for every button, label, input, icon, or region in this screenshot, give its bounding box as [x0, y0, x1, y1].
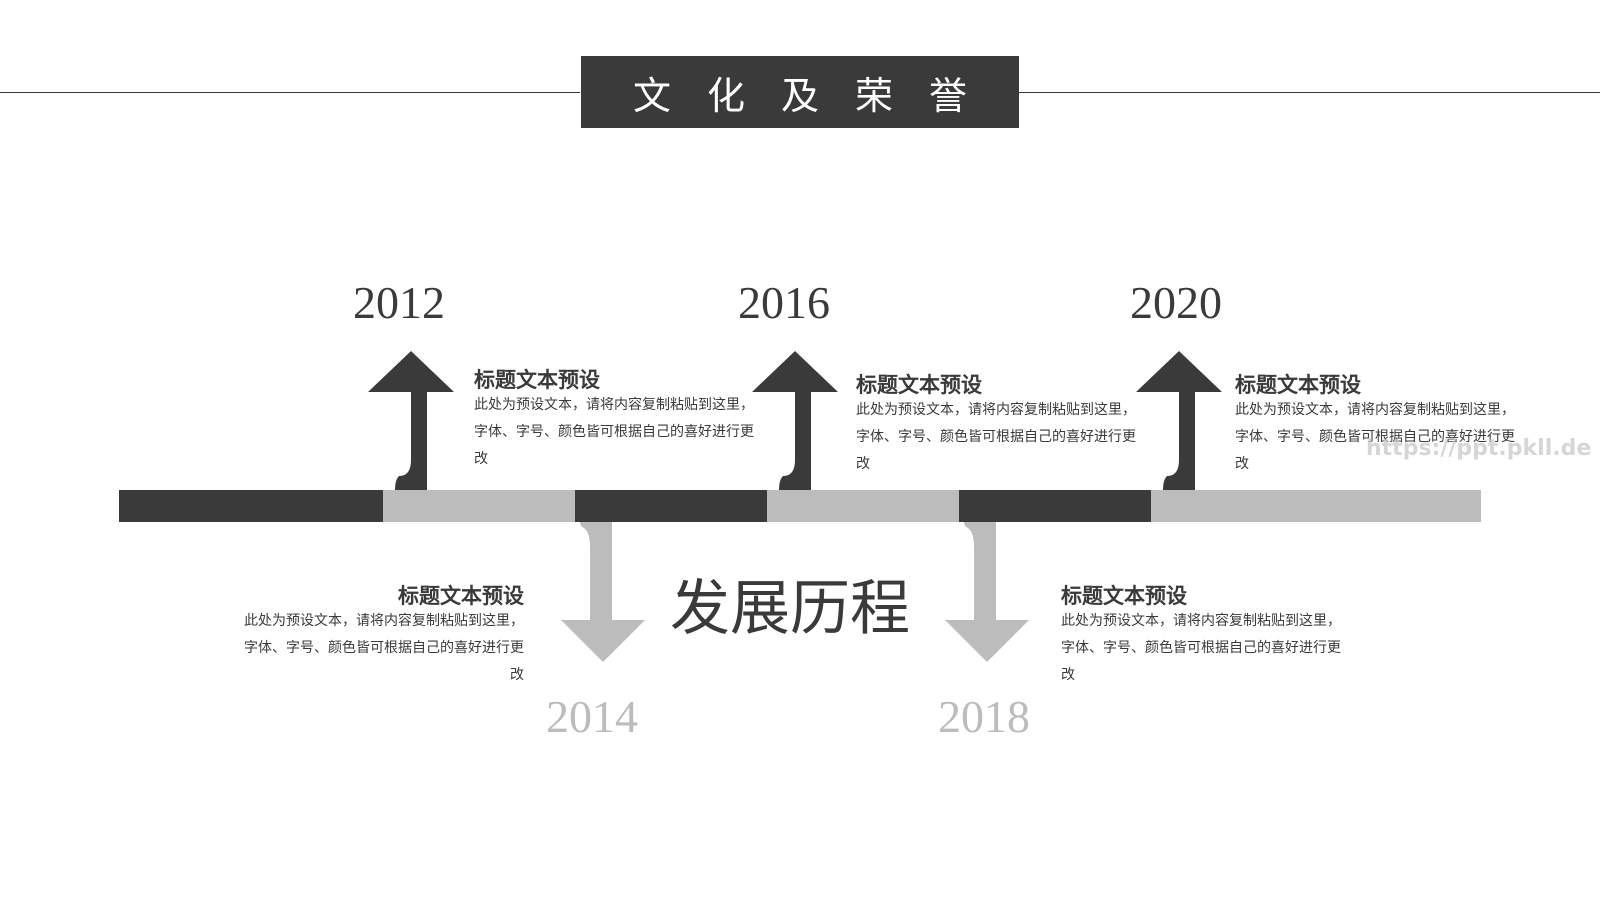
year-2014: 2014 — [546, 691, 638, 742]
milestone-2014-text: 此处为预设文本，请将内容复制粘贴到这里，字体、字号、颜色皆可根据自己的喜好进行更… — [244, 613, 524, 683]
timeline-segment-1 — [119, 490, 383, 522]
milestone-2020-heading: 标题文本预设 — [1235, 372, 1361, 397]
milestone-2016-text: 此处为预设文本，请将内容复制粘贴到这里，字体、字号、颜色皆可根据自己的喜好进行更… — [856, 402, 1136, 472]
timeline-segment-4 — [767, 490, 959, 522]
timeline-segment-3 — [575, 490, 767, 522]
page-title: 文化及荣誉 — [581, 56, 1019, 128]
arrow-up-2020-icon — [1136, 351, 1222, 490]
arrow-up-2012-icon — [368, 351, 454, 490]
header-rule-right — [1019, 92, 1600, 93]
arrow-up-2016-icon — [752, 351, 838, 490]
milestone-2012-text: 此处为预设文本，请将内容复制粘贴到这里，字体、字号、颜色皆可根据自己的喜好进行更… — [474, 397, 754, 467]
arrow-down-2014-icon — [561, 522, 645, 662]
milestone-2014-heading: 标题文本预设 — [398, 583, 524, 608]
year-2016: 2016 — [738, 277, 830, 328]
watermark: https://ppt.pkll.de — [1366, 436, 1592, 461]
arrow-down-2018-icon — [945, 522, 1029, 662]
milestone-2018-text: 此处为预设文本，请将内容复制粘贴到这里，字体、字号、颜色皆可根据自己的喜好进行更… — [1061, 613, 1341, 683]
milestone-2012-heading: 标题文本预设 — [474, 367, 600, 392]
section-title: 发展历程 — [670, 574, 910, 644]
timeline-segment-2 — [383, 490, 575, 522]
year-2018: 2018 — [938, 691, 1030, 742]
timeline-segment-5 — [959, 490, 1151, 522]
timeline-segment-6 — [1151, 490, 1481, 522]
milestone-2018-heading: 标题文本预设 — [1061, 583, 1187, 608]
year-2020: 2020 — [1130, 277, 1222, 328]
year-2012: 2012 — [353, 277, 445, 328]
milestone-2020-text: 此处为预设文本，请将内容复制粘贴到这里，字体、字号、颜色皆可根据自己的喜好进行更… — [1235, 402, 1515, 472]
milestone-2016-heading: 标题文本预设 — [856, 372, 982, 397]
header-rule-left — [0, 92, 580, 93]
